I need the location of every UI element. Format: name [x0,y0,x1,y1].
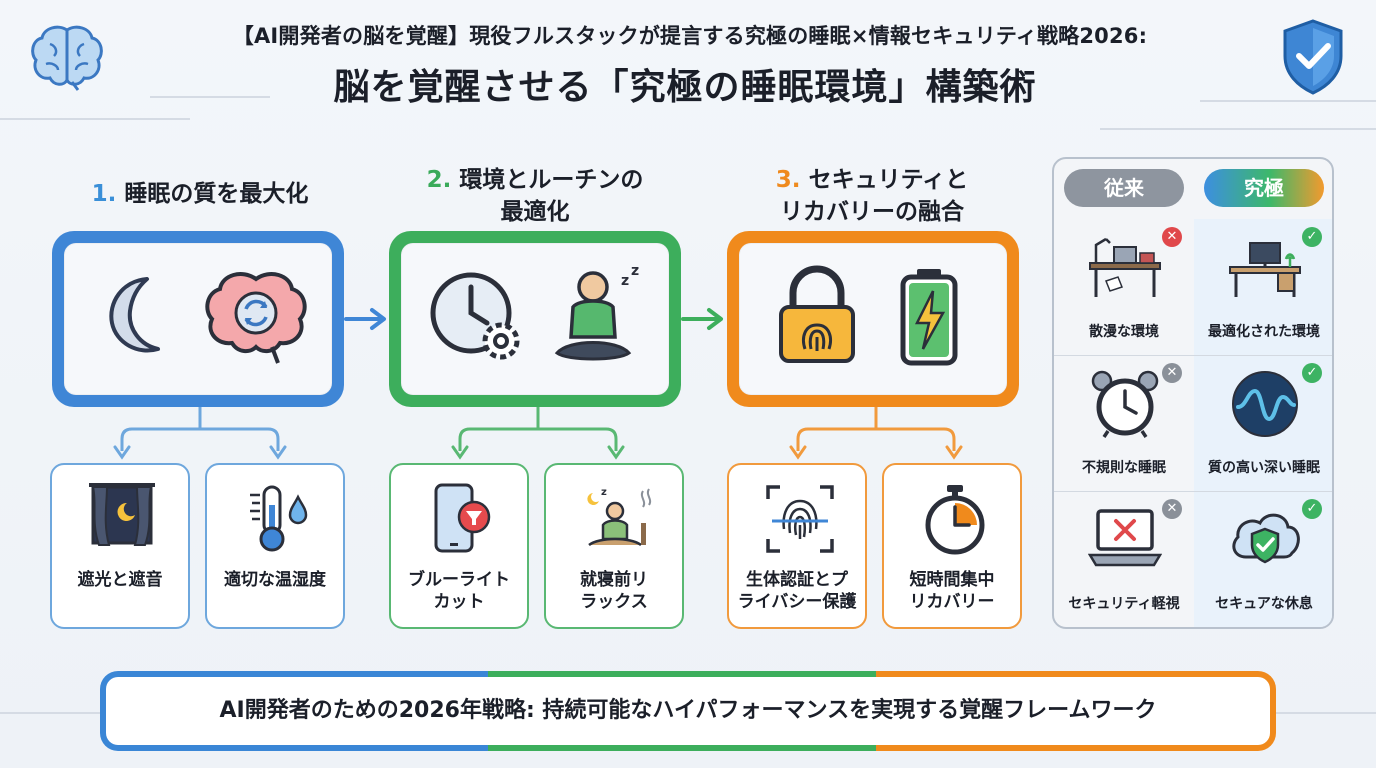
x-badge-icon: ✕ [1162,499,1182,519]
circuit-line [0,712,100,714]
svg-text:z: z [621,273,629,289]
old-label: セキュリティ軽視 [1068,596,1180,612]
step-3-title-line1: セキュリティと [808,167,969,193]
arrow-right-icon [344,308,386,330]
card-label: カット [433,592,485,612]
brain-refresh-icon [205,272,307,364]
battery-charge-icon [900,269,958,366]
branch-connector [451,407,625,460]
meditation-icon: z z [554,263,639,361]
step-3-card [727,231,1019,407]
check-badge-icon: ✓ [1302,227,1322,247]
check-badge-icon: ✓ [1302,363,1322,383]
card-label: ブルーライト [408,570,510,590]
step-1-card [52,231,344,407]
new-label: 最適化された環境 [1208,324,1320,340]
old-cluttered-desk: ✕ 散漫な環境 [1054,219,1194,356]
fingerprint-lock-icon [779,265,855,363]
curtain-window-icon [89,483,155,546]
circuit-line [1200,100,1376,102]
step-2-title-line1: 環境とルーチンの [459,167,644,193]
card-temperature-humidity: 適切な温湿度 [205,463,345,629]
clean-desk-icon [1229,242,1301,297]
x-badge-icon: ✕ [1162,227,1182,247]
circuit-line [1276,712,1376,714]
brain-icon [28,22,106,96]
conventional-header: 従来 [1064,169,1184,207]
card-blackout-soundproof: 遮光と遮音 [50,463,190,629]
sleep-wave-icon [1232,371,1298,437]
step-2-title-line2: 最適化 [500,199,570,225]
new-optimized-desk: ✓ 最適化された環境 [1194,219,1332,356]
card-blue-light-cut: ブルーライト カット [389,463,529,629]
alarm-clock-icon [1091,370,1159,438]
step-2-number: 2. [426,167,452,193]
circuit-line [0,118,190,120]
card-label: リカバリー [909,592,995,612]
ultimate-header: 究極 [1204,169,1324,207]
new-label: セキュアな休息 [1215,596,1313,612]
old-label: 散漫な環境 [1089,324,1159,340]
x-badge-icon: ✕ [1162,363,1182,383]
step-1-heading: 1. 睡眠の質を最大化 [50,178,350,210]
card-label: 生体認証とプ [746,570,848,590]
branch-connector [789,407,963,460]
old-label: 不規則な睡眠 [1082,460,1166,476]
clock-gear-icon [430,272,520,360]
phone-filter-icon [434,483,491,553]
card-label: ラックス [580,592,648,612]
arrow-right-icon [681,308,723,330]
footer-text: AI開発者のための2026年戦略: 持続可能なハイパフォーマンスを実現する覚醒フ… [106,677,1270,745]
old-irregular-sleep: ✕ 不規則な睡眠 [1054,355,1194,492]
card-short-recovery: 短時間集中 リカバリー [882,463,1022,629]
step-3-title-line2: リカバリーの融合 [780,199,964,225]
card-label: 遮光と遮音 [77,570,163,590]
new-deep-sleep: ✓ 質の高い深い睡眠 [1194,355,1332,492]
fingerprint-scan-icon [766,485,834,553]
thermometer-droplet-icon [250,485,308,552]
comparison-panel: 従来 究極 ✕ 散漫な環境 ✓ 最適化された環境 [1052,157,1334,629]
messy-desk-icon [1089,237,1161,297]
old-security-neglect: ✕ セキュリティ軽視 [1054,491,1194,627]
laptop-error-icon [1088,509,1162,567]
page-title: 脳を覚醒させる「究極の睡眠環境」構築術 [333,67,1037,108]
header-subtitle: 【AI開発者の脳を覚醒】現役フルスタックが提言する究極の睡眠×情報セキュリティ戦… [232,24,1148,48]
new-label: 質の高い深い睡眠 [1208,460,1320,476]
card-label: 就寝前リ [580,570,648,590]
footer-banner: AI開発者のための2026年戦略: 持続可能なハイパフォーマンスを実現する覚醒フ… [100,671,1276,751]
branch-connector [113,407,287,460]
step-2-card: z z [389,231,681,407]
stopwatch-icon [925,485,985,555]
step-1-number: 1. [91,181,117,207]
shield-check-icon [1280,18,1346,100]
card-label: 短時間集中 [909,570,995,590]
card-bedtime-relax: z 就寝前リ ラックス [544,463,684,629]
circuit-line [1100,128,1376,130]
svg-text:z: z [601,487,607,498]
new-secure-rest: ✓ セキュアな休息 [1194,491,1332,627]
meditation-candle-icon: z [587,487,652,547]
cloud-shield-icon [1232,513,1300,564]
svg-text:z: z [631,263,639,279]
card-label: ライバシー保護 [737,592,857,612]
step-2-heading: 2. 環境とルーチンの 最適化 [385,164,685,228]
step-1-title: 睡眠の質を最大化 [124,181,309,207]
step-3-number: 3. [775,167,801,193]
check-badge-icon: ✓ [1302,499,1322,519]
card-label: 適切な温湿度 [224,570,326,590]
moon-icon [109,277,160,353]
circuit-line [150,96,270,98]
card-biometric-privacy: 生体認証とプ ライバシー保護 [727,463,867,629]
step-3-heading: 3. セキュリティと リカバリーの融合 [722,164,1022,228]
